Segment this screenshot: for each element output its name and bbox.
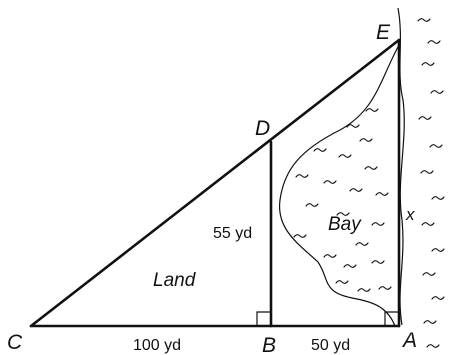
wave-mark [293, 234, 307, 238]
wave-mark [365, 108, 379, 112]
wave-mark [423, 320, 437, 324]
wave-mark [422, 272, 436, 276]
wave-mark [295, 174, 309, 178]
wave-mark [346, 124, 360, 128]
wave-mark [338, 154, 352, 158]
wave-mark [427, 40, 441, 44]
right-angle-marker-b [256, 311, 271, 326]
wave-mark [371, 222, 385, 226]
wave-mark [430, 90, 444, 94]
point-label-a: A [401, 329, 417, 352]
point-label-b: B [262, 334, 276, 355]
length-label-ae: x [405, 205, 415, 224]
wave-mark [378, 286, 392, 290]
bay-boundary-curve [279, 44, 400, 327]
right-angle-marker-a [384, 311, 399, 326]
wave-mark [313, 148, 327, 152]
wave-mark [359, 138, 373, 142]
wave-mark [431, 296, 445, 300]
wave-mark [323, 254, 337, 258]
region-label-land: Land [153, 270, 197, 291]
region-label-bay: Bay [328, 214, 362, 235]
wave-mark [420, 170, 434, 174]
water-waves [293, 18, 445, 348]
wave-mark [335, 280, 349, 284]
wave-mark [349, 188, 363, 192]
wave-mark [343, 264, 357, 268]
wave-mark [357, 288, 371, 292]
point-label-e: E [376, 21, 391, 44]
wave-mark [426, 344, 440, 348]
wave-mark [421, 222, 435, 226]
segment-ce [29, 38, 401, 328]
length-label-bd: 55 yd [213, 225, 252, 242]
wave-mark [371, 260, 385, 264]
wave-mark [429, 144, 443, 148]
wave-mark [323, 180, 337, 184]
wave-mark [418, 116, 432, 120]
length-label-ba: 50 yd [311, 337, 350, 354]
wave-mark [417, 18, 431, 22]
wave-mark [375, 192, 389, 196]
wave-mark [431, 196, 445, 200]
wave-mark [336, 212, 350, 216]
length-label-cb: 100 yd [133, 337, 181, 354]
wave-mark [421, 62, 435, 66]
wave-mark [431, 248, 445, 252]
point-label-c: C [7, 331, 23, 354]
wave-mark [355, 242, 369, 246]
wave-mark [305, 203, 319, 207]
wave-mark [364, 166, 378, 170]
point-label-d: D [255, 117, 270, 140]
